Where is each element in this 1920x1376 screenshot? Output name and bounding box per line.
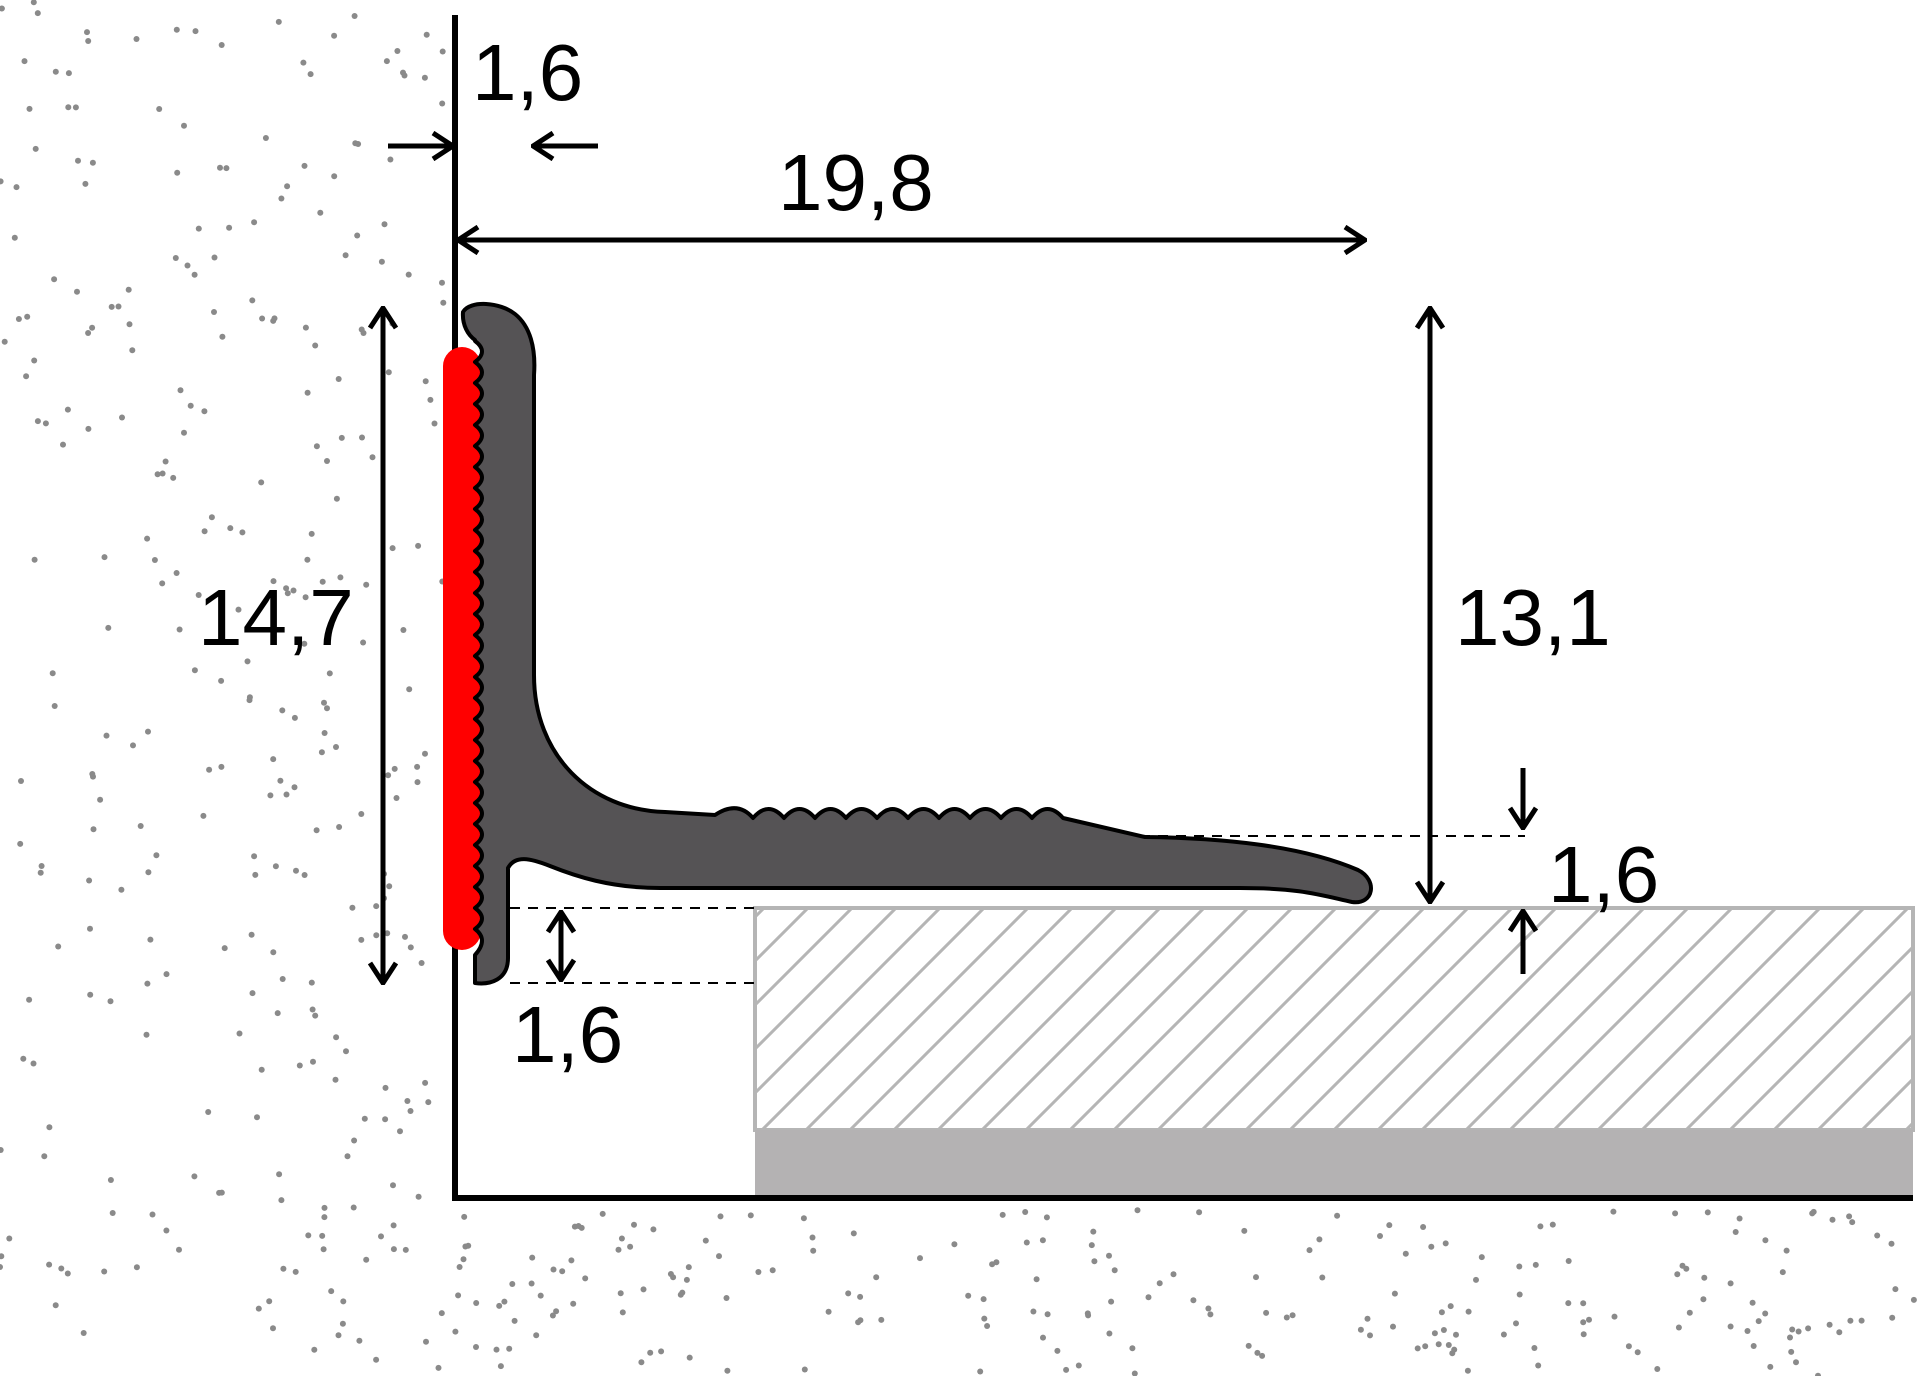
skirting-profile [460, 302, 1373, 986]
reference-lines [510, 835, 1525, 984]
wall-leg-thickness-label: 1,6 [472, 28, 583, 117]
foot-thickness-label: 1,6 [512, 990, 623, 1079]
overall-height-label: 14,7 [198, 573, 354, 662]
dimension-arrows [383, 146, 1523, 983]
top-width-label: 19,8 [778, 138, 934, 227]
floor-covering-height-label: 13,1 [1455, 573, 1611, 662]
floor-covering-hatched [753, 906, 1915, 1132]
adhesive-strip [443, 347, 481, 950]
floor-leg-thickness-label: 1,6 [1548, 830, 1659, 919]
floor-base-layer [755, 1130, 1913, 1196]
